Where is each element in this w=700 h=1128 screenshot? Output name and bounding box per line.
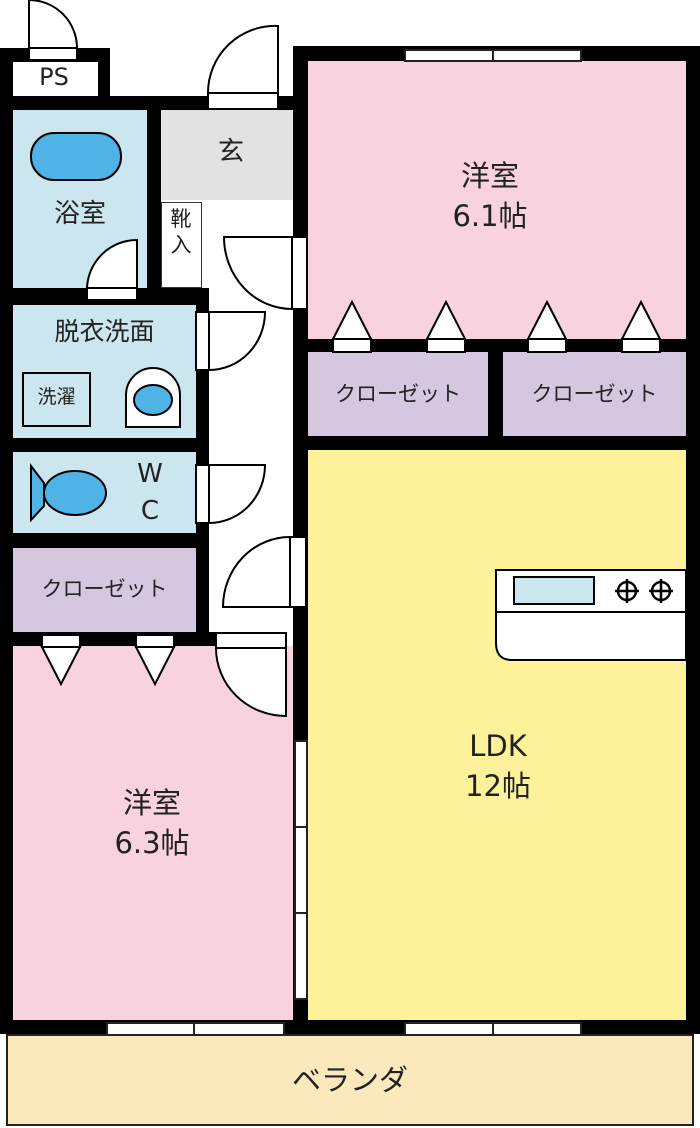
closet-right-label: クローゼット — [531, 382, 658, 406]
door-wc[interactable] — [195, 464, 267, 525]
door-bedroom-bottom[interactable] — [214, 632, 287, 718]
window — [193, 1022, 285, 1036]
closet-right — [503, 352, 686, 436]
closet-door-left-2[interactable] — [134, 634, 176, 687]
door-ps[interactable] — [28, 0, 79, 61]
shoe-closet — [161, 202, 202, 288]
veranda-label: ベランダ — [291, 1063, 408, 1097]
wc-label-w: W — [137, 459, 163, 489]
wall — [209, 632, 215, 646]
toilet-icon — [30, 463, 107, 523]
closet-mid-label: クローゼット — [335, 382, 461, 406]
bedroom-top-name: 洋室 — [460, 159, 519, 193]
washer-label: 洗濯 — [37, 386, 76, 408]
door-washroom[interactable] — [195, 311, 267, 372]
bedroom-bottom-name: 洋室 — [122, 786, 181, 820]
washbasin-icon — [125, 367, 181, 428]
closet-door-mid-2[interactable] — [425, 299, 467, 353]
closet-door-right-2[interactable] — [620, 299, 662, 353]
ps-room — [10, 62, 98, 97]
window — [294, 912, 308, 1000]
closet-door-mid-1[interactable] — [331, 299, 373, 353]
wall — [293, 436, 700, 450]
ldk-name: LDK — [469, 729, 527, 763]
wall — [488, 339, 503, 450]
window — [492, 1022, 582, 1036]
wall — [0, 533, 209, 548]
door-entrance[interactable] — [206, 24, 279, 110]
wall — [0, 438, 209, 452]
bedroom-top — [308, 61, 686, 339]
closet-left-label: クローゼット — [41, 577, 168, 601]
closet-door-right-1[interactable] — [526, 299, 568, 353]
window — [492, 49, 582, 62]
bedroom-top-size: 6.1帖 — [452, 199, 528, 233]
ps-label: PS — [39, 63, 69, 91]
wc-label-c: C — [140, 496, 160, 526]
bathtub-icon — [30, 132, 122, 181]
stove-burner-icon — [649, 579, 673, 603]
closet-door-left-1[interactable] — [40, 634, 82, 687]
washroom-label: 脱衣洗面 — [54, 317, 155, 346]
ldk — [308, 450, 686, 1020]
bedroom-bottom-size: 6.3帖 — [114, 826, 190, 860]
stove-burner-icon — [615, 579, 639, 603]
door-bathroom[interactable] — [85, 238, 138, 301]
bathroom-label: 浴室 — [53, 199, 106, 229]
veranda — [6, 1034, 694, 1126]
wall — [147, 110, 161, 305]
wall — [686, 46, 700, 1034]
ldk-size: 12帖 — [465, 769, 531, 803]
door-ldk[interactable] — [221, 535, 307, 608]
sink-icon — [513, 576, 595, 605]
door-bedroom-top[interactable] — [222, 236, 308, 311]
wall — [98, 48, 110, 110]
shoe-closet-label: 靴入 — [170, 207, 192, 257]
kitchen-counter-icon — [495, 569, 687, 661]
closet-left — [13, 548, 196, 632]
entrance-label: 玄 — [217, 137, 244, 167]
washer-icon — [22, 372, 91, 427]
closet-mid — [308, 352, 488, 436]
entrance — [161, 110, 293, 200]
bedroom-bottom — [13, 646, 293, 1020]
